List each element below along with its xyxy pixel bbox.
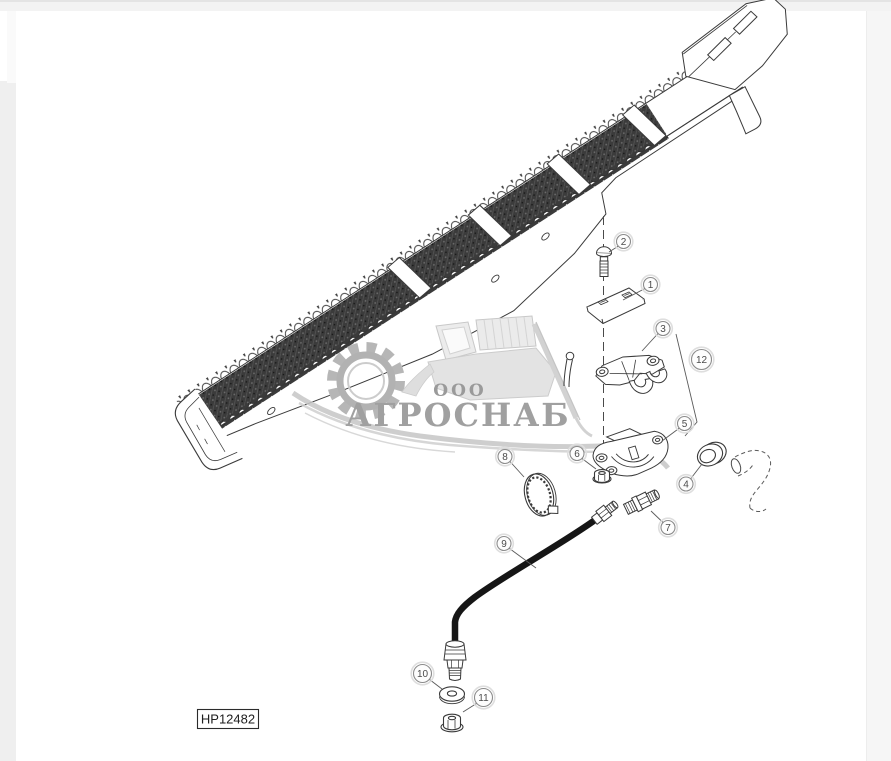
gear-icon (327, 342, 405, 420)
hose-upper-fitting (590, 500, 619, 526)
svg-text:9: 9 (501, 539, 507, 550)
hose-lower-fitting (443, 640, 467, 681)
callout-9: 9 (493, 533, 537, 569)
part-5-lower-clamp (592, 428, 669, 477)
svg-text:8: 8 (502, 452, 508, 463)
page-margin-left-light (7, 11, 16, 83)
watermark-org-name: АГРОСНАБ (345, 396, 570, 434)
part-9-hose (451, 516, 599, 645)
part-6-flange-nut (592, 469, 612, 484)
watermark: ООО АГРОСНАБ (291, 315, 670, 470)
svg-text:3: 3 (660, 324, 666, 335)
browser-chrome-top (0, 0, 891, 11)
part-7-hydraulic-fitting (622, 489, 660, 515)
page-margin-right (866, 11, 891, 761)
combine-harvester-icon (401, 315, 593, 438)
svg-text:2: 2 (621, 237, 627, 248)
panel-hole (267, 406, 276, 416)
callout-10: 10 (410, 661, 443, 690)
step-right-end-bracket (681, 0, 788, 135)
svg-text:12: 12 (696, 355, 708, 366)
cotter-pin (563, 351, 575, 388)
callout-7: 7 (650, 510, 679, 538)
part-11-flange-nut (440, 713, 464, 733)
step-left-channel-end (174, 388, 243, 471)
svg-text:4: 4 (683, 480, 689, 491)
svg-text:6: 6 (574, 449, 580, 460)
callout-2: 2 (608, 231, 634, 253)
svg-text:7: 7 (665, 523, 671, 534)
svg-text:1: 1 (648, 280, 654, 291)
grip-tape (190, 104, 667, 431)
callout-4: 4 (675, 463, 703, 495)
callout-11: 11 (462, 685, 496, 713)
page-margin-left (0, 11, 16, 761)
callout-5: 5 (661, 413, 695, 442)
part-1-clamp-plate (586, 287, 646, 325)
callout-3: 3 (641, 318, 674, 352)
phantom-elbow-tube (730, 449, 772, 512)
callout-1: 1 (622, 274, 661, 301)
step-platform-assembly (174, 0, 788, 471)
serrated-back-rail (174, 44, 725, 407)
part-8-worm-clamp (523, 472, 559, 517)
page-margin-notch (0, 11, 7, 81)
svg-text:5: 5 (682, 419, 688, 430)
panel-hole (541, 232, 550, 241)
callout-6: 6 (566, 443, 597, 470)
callout-8: 8 (494, 446, 525, 478)
panel-hole (491, 274, 500, 283)
svg-text:10: 10 (417, 669, 429, 680)
callout-12: 12 (688, 346, 715, 373)
watermark-org-type: ООО (433, 381, 486, 401)
svg-text:11: 11 (478, 693, 489, 704)
tread-divider-plates (387, 104, 667, 299)
part-2-carriage-bolt (595, 246, 613, 277)
part-number-label: HP12482 (196, 708, 260, 730)
part-10-washer (438, 686, 466, 705)
part-4-bushing-ring (696, 441, 727, 467)
part-number-text: HP12482 (201, 712, 255, 727)
part-3-upper-clamp (595, 354, 668, 394)
